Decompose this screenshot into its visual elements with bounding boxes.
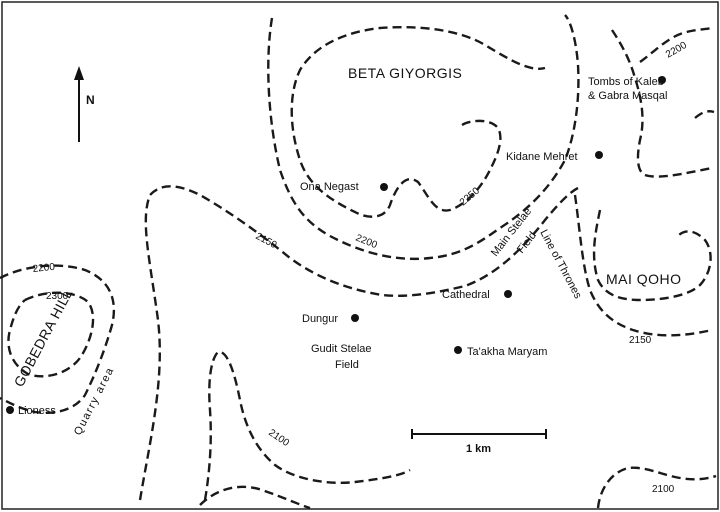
area-label-gudit-line2: Field [335,359,359,371]
scale-bar: 1 km [411,429,547,455]
contour-label-2300: 2300 [46,291,69,302]
site-dot-icon [504,290,512,298]
contour-mai-qoho-hill [592,209,712,302]
site-label-tombs-line2: & Gabra Masqal [588,90,667,102]
contour-label-2100-se: 2100 [652,484,675,495]
site-dot-icon [380,183,388,191]
site-label-taakha-maryam: Ta'akha Maryam [467,346,547,358]
contour-label-2100-s: 2100 [266,427,291,449]
contour-2100-south-lower [199,485,311,510]
area-gudit-stelae-field: Gudit Stelae Field [311,343,372,371]
north-arrow: N [74,66,95,142]
site-label-tombs-line1: Tombs of Kaleb [588,76,664,88]
site-dot-icon [595,151,603,159]
site-label-ona-negast: Ona Negast [300,181,359,193]
north-arrow-head-icon [74,66,84,80]
site-dot-icon [6,406,14,414]
north-label: N [86,93,95,107]
site-cathedral: Cathedral [442,289,512,301]
contour-2100-southeast [596,466,717,509]
feature-label-line-of-thrones: Line of Thrones [537,228,584,301]
site-kidane-mehret: Kidane Mehret [506,151,603,163]
site-dot-icon [454,346,462,354]
site-label-dungur: Dungur [302,313,338,325]
contour-label-2200-ne: 2200 [664,40,689,61]
site-lioness: Lioness [6,405,56,417]
area-label-gudit-line1: Gudit Stelae [311,343,372,355]
contour-ne-inner2 [694,110,715,119]
site-ona-negast: Ona Negast [300,181,388,193]
site-dot-icon [351,314,359,322]
contour-2200-northeast-inner [639,26,713,63]
contour-2300-gobedra [7,291,95,378]
site-tombs-kaleb: Tombs of Kaleb & Gabra Masqal [588,76,667,102]
site-dot-icon [658,76,666,84]
site-taakha-maryam: Ta'akha Maryam [454,346,547,358]
site-label-kidane-mehret: Kidane Mehret [506,151,578,163]
contour-label-2200-w: 2200 [32,262,56,275]
contour-label-2150-e: 2150 [629,335,652,346]
region-mai-qoho: MAI QOHO [606,271,682,287]
contour-2200-northeast [611,29,713,178]
scale-bar-label: 1 km [466,443,491,455]
contour-2250-beta-giyorgis [290,25,546,218]
site-label-lioness: Lioness [18,405,56,417]
contour-label-2150-w: 2150 [254,231,279,251]
site-dungur: Dungur [302,313,359,325]
contour-2150-central [138,185,579,501]
contour-2150-mai-qoho [573,194,713,337]
contour-2200-beta-giyorgis [267,14,580,261]
contour-2100-south [203,350,411,501]
contour-lines [0,14,717,510]
contour-2200-gobedra [0,264,116,414]
region-beta-giyorgis: BETA GIYORGIS [348,65,462,81]
area-main-stelae-field: Main Stelae Field [489,206,539,259]
site-label-cathedral: Cathedral [442,289,490,301]
